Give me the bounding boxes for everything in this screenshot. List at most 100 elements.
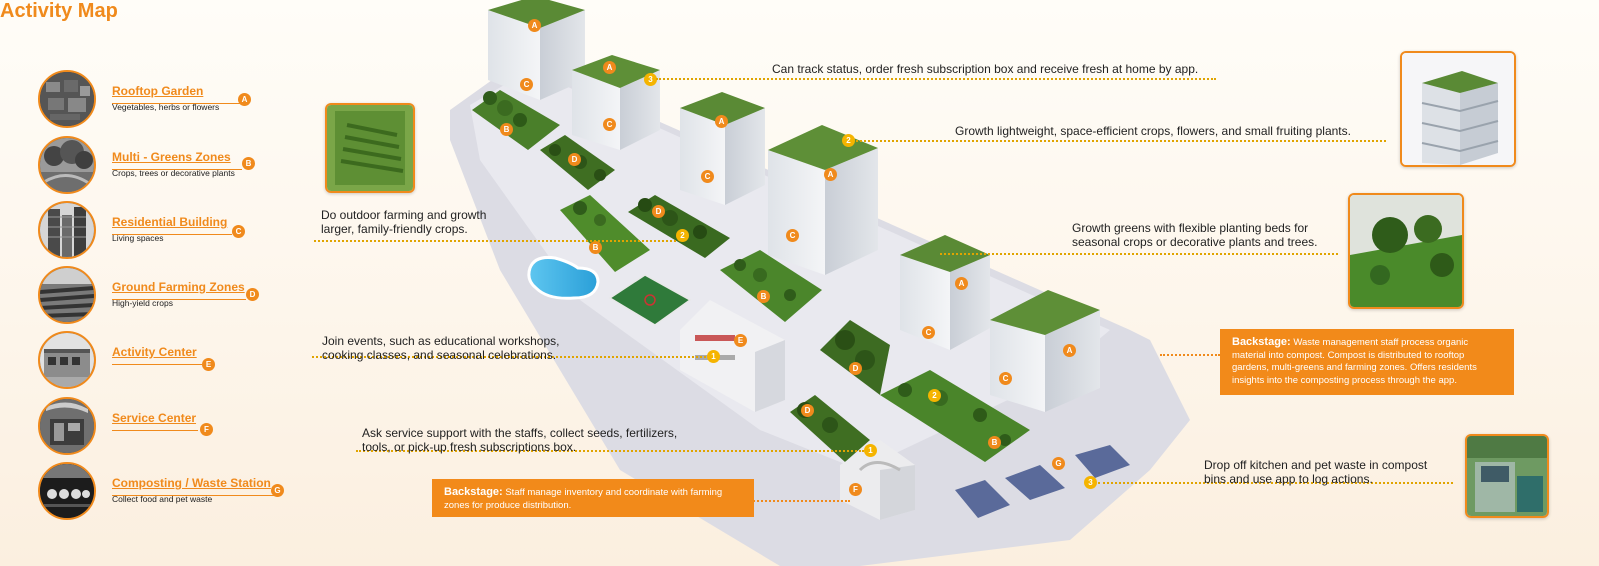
service-center-thumbnail: [38, 397, 96, 455]
photo-green-zone: [1348, 193, 1464, 309]
legend-label: Ground Farming Zones: [112, 280, 245, 294]
composting-station: [955, 445, 1130, 518]
multi-greens-thumbnail: [38, 136, 96, 194]
map-badge-rooftop: A: [824, 168, 837, 181]
legend-badge: F: [200, 423, 213, 436]
backstage-service-text: Staff manage inventory and coordinate wi…: [444, 487, 723, 511]
leader-line: [356, 450, 864, 452]
legend-item-residential-building[interactable]: Residential Building Living spaces C: [38, 201, 298, 259]
backstage-service-box: Backstage: Staff manage inventory and co…: [432, 479, 754, 517]
legend-label: Multi - Greens Zones: [112, 150, 231, 164]
touchpoint-badge: 2: [676, 229, 689, 242]
legend-item-activity-center[interactable]: Activity Center E: [38, 331, 298, 389]
annotation-compost-line2: bins and use app to log actions.: [1204, 472, 1373, 486]
legend-badge: D: [246, 288, 259, 301]
map-badge-rooftop: A: [528, 19, 541, 32]
photo-compost-bins: [1465, 434, 1549, 518]
service-center-building: [840, 440, 915, 520]
map-badge-rooftop: A: [1063, 344, 1076, 357]
map-badge-activity: E: [734, 334, 747, 347]
annotation-events-line1: Join events, such as educational worksho…: [322, 334, 560, 348]
leader-line: [656, 78, 1216, 80]
annotation-greens-line1: Growth greens with flexible planting bed…: [1072, 221, 1309, 235]
map-badge-multi-greens: B: [589, 241, 602, 254]
legend-badge: B: [242, 157, 255, 170]
annotation-outdoor-farming-line2: larger, family-friendly crops.: [321, 222, 468, 236]
map-badge-rooftop: A: [603, 61, 616, 74]
touchpoint-badge: 2: [842, 134, 855, 147]
legend-label: Rooftop Garden: [112, 84, 204, 98]
activity-center-thumbnail: [38, 331, 96, 389]
legend-underline: [112, 430, 198, 431]
legend-label: Composting / Waste Station: [112, 476, 271, 490]
map-badge-rooftop: A: [715, 115, 728, 128]
legend-description: Collect food and pet waste: [112, 494, 213, 504]
composting-station-thumbnail: [38, 462, 96, 520]
legend-label: Service Center: [112, 411, 197, 425]
legend-item-rooftop-garden[interactable]: Rooftop Garden Vegetables, herbs or flow…: [38, 70, 298, 128]
touchpoint-badge: 2: [928, 389, 941, 402]
legend-badge: E: [202, 358, 215, 371]
map-badge-residential: C: [701, 170, 714, 183]
annotation-greens-line2: seasonal crops or decorative plants and …: [1072, 235, 1318, 249]
map-badge-ground-farming: D: [801, 404, 814, 417]
legend-item-multi-greens[interactable]: Multi - Greens Zones Crops, trees or dec…: [38, 136, 298, 194]
map-badge-composting: G: [1052, 457, 1065, 470]
touchpoint-badge: 3: [1084, 476, 1097, 489]
legend-underline: [112, 495, 274, 496]
annotation-rooftop-app: Can track status, order fresh subscripti…: [772, 62, 1199, 76]
annotation-compost-line1: Drop off kitchen and pet waste in compos…: [1204, 458, 1428, 472]
rooftop-garden-thumbnail: [38, 70, 96, 128]
map-badge-residential: C: [922, 326, 935, 339]
annotation-service-line1: Ask service support with the staffs, col…: [362, 426, 678, 440]
backstage-leader-line: [1160, 354, 1220, 356]
legend-badge: G: [271, 484, 284, 497]
leader-line: [312, 356, 706, 358]
touchpoint-badge: 1: [707, 350, 720, 363]
leader-line: [940, 253, 1338, 255]
touchpoint-badge: 1: [864, 444, 877, 457]
photo-vertical-farm: [325, 103, 415, 193]
annotation-outdoor-farming-line1: Do outdoor farming and growth: [321, 208, 487, 222]
legend-description: Crops, trees or decorative plants: [112, 168, 235, 178]
leader-line: [856, 140, 1386, 142]
legend-item-ground-farming[interactable]: Ground Farming Zones High-yield crops D: [38, 266, 298, 324]
page-title: Activity Map: [0, 0, 118, 22]
backstage-leader-line: [742, 500, 850, 502]
map-badge-residential: C: [520, 78, 533, 91]
legend-label: Residential Building: [112, 215, 228, 229]
map-badge-ground-farming: D: [568, 153, 581, 166]
leader-line: [314, 240, 676, 242]
map-badge-residential: C: [603, 118, 616, 131]
backstage-compost-box: Backstage: Waste management staff proces…: [1220, 329, 1514, 395]
legend-underline: [112, 234, 232, 235]
legend-item-service-center[interactable]: Service Center F: [38, 397, 298, 455]
backstage-compost-text: Waste management staff process organic m…: [1232, 337, 1477, 386]
legend-description: Vegetables, herbs or flowers: [112, 102, 220, 112]
swimming-pool: [527, 256, 600, 300]
legend-item-composting-station[interactable]: Composting / Waste Station Collect food …: [38, 462, 298, 520]
map-badge-rooftop: A: [955, 277, 968, 290]
map-badge-ground-farming: D: [849, 362, 862, 375]
map-badge-multi-greens: B: [988, 436, 1001, 449]
annotation-events-line2: cooking classes, and seasonal celebratio…: [322, 348, 557, 362]
legend-underline: [112, 169, 242, 170]
map-badge-multi-greens: B: [757, 290, 770, 303]
legend-description: High-yield crops: [112, 298, 173, 308]
map-badge-ground-farming: D: [652, 205, 665, 218]
residential-building-thumbnail: [38, 201, 96, 259]
legend-description: Living spaces: [112, 233, 164, 243]
ground-farming-thumbnail: [38, 266, 96, 324]
backstage-label: Backstage:: [1232, 336, 1291, 348]
map-badge-residential: C: [786, 229, 799, 242]
legend-badge: C: [232, 225, 245, 238]
annotation-service-line2: tools, or pick-up fresh subscriptions bo…: [362, 440, 577, 454]
map-badge-residential: C: [999, 372, 1012, 385]
legend-label: Activity Center: [112, 345, 197, 359]
annotation-rooftop-growth: Growth lightweight, space-efficient crop…: [955, 124, 1351, 138]
map-badge-multi-greens: B: [500, 123, 513, 136]
photo-rooftop-tower: [1400, 51, 1516, 167]
leader-line: [1098, 482, 1453, 484]
legend-underline: [112, 103, 242, 104]
